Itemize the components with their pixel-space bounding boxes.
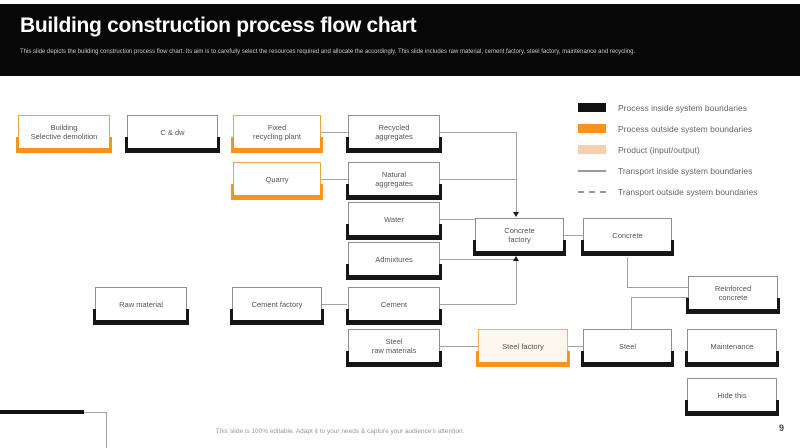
- node-natural-aggregates[interactable]: Natural aggregates: [346, 162, 442, 200]
- connector-concrete-factory-to-concrete: [564, 235, 583, 236]
- legend-label: Process inside system boundaries: [618, 102, 747, 113]
- node-hide-this[interactable]: Hide this: [685, 378, 779, 416]
- dashed-line-icon: [578, 190, 606, 193]
- solid-line-icon: [578, 169, 606, 172]
- page-title: Building construction process flow chart: [20, 14, 417, 37]
- connector-quarry-to-natural: [321, 179, 348, 180]
- arrowhead-into-concrete-factory-top: [513, 212, 519, 217]
- connector-down-to-steel: [631, 297, 632, 329]
- node-steel[interactable]: Steel: [581, 329, 674, 367]
- slide-description: This slide depicts the building construc…: [20, 49, 636, 55]
- header-band: Building construction process flow chart…: [0, 4, 800, 76]
- peach-swatch-icon: [578, 145, 606, 154]
- connector-up-to-concrete-factory: [516, 261, 517, 304]
- node-cement[interactable]: Cement: [346, 287, 442, 325]
- page-number: 9: [778, 423, 784, 433]
- node-quarry[interactable]: Quarry: [231, 162, 323, 200]
- node-steel-factory[interactable]: Steel factory: [476, 329, 570, 367]
- node-recycled-aggregates[interactable]: Recycled aggregates: [346, 115, 442, 153]
- arrowhead-into-concrete-factory-bottom: [513, 256, 519, 261]
- legend-item-product: Product (input/output): [578, 139, 758, 160]
- legend-label: Transport outside system boundaries: [618, 186, 758, 197]
- legend-item-transport-outside: Transport outside system boundaries: [578, 181, 758, 202]
- node-building-selective-demolition[interactable]: Building Selective demolition: [16, 115, 112, 153]
- node-maintenance[interactable]: Maintenance: [685, 329, 779, 367]
- connector-natural-out: [440, 179, 516, 180]
- partial-box-top-edge: [84, 412, 107, 413]
- partial-box-thick-edge: [0, 410, 84, 414]
- partial-box-right-edge: [106, 412, 107, 448]
- connector-concrete-down: [627, 257, 628, 287]
- node-concrete[interactable]: Concrete: [581, 218, 674, 256]
- connector-reinforced-back: [631, 297, 688, 298]
- node-steel-raw-materials[interactable]: Steel raw materials: [346, 329, 442, 367]
- legend-label: Process outside system boundaries: [618, 123, 753, 134]
- connector-steelraw-to-steelfactory: [440, 346, 478, 347]
- connector-cement-factory-to-cement: [322, 304, 347, 305]
- connector-down-to-concrete-factory: [516, 132, 517, 212]
- connector-steelfactory-to-steel: [568, 346, 583, 347]
- footer-editable-note: This slide is 100% editable. Adapt it to…: [215, 428, 465, 435]
- black-swatch-icon: [578, 103, 606, 112]
- legend-item-process-outside: Process outside system boundaries: [578, 118, 758, 139]
- node-water[interactable]: Water: [346, 202, 442, 240]
- legend-item-transport-inside: Transport inside system boundaries: [578, 160, 758, 181]
- connector-recycled-out: [440, 132, 516, 133]
- node-fixed-recycling-plant[interactable]: Fixed recycling plant: [231, 115, 323, 153]
- connector-fixed-to-recycled: [321, 132, 348, 133]
- connector-water-to-concrete-factory: [440, 219, 475, 220]
- connector-admixtures-out: [440, 259, 516, 260]
- node-raw-material[interactable]: Raw material: [93, 287, 189, 325]
- orange-swatch-icon: [578, 124, 606, 133]
- legend-label: Transport inside system boundaries: [618, 165, 753, 176]
- node-concrete-factory[interactable]: Concrete factory: [473, 218, 566, 256]
- connector-to-reinforced: [627, 287, 688, 288]
- node-c-and-dw[interactable]: C & dw: [125, 115, 220, 153]
- node-reinforced-concrete[interactable]: Reinforced concrete: [686, 276, 780, 314]
- legend: Process inside system boundaries Process…: [578, 97, 758, 202]
- node-admixtures[interactable]: Admixtures: [346, 242, 442, 280]
- legend-item-process-inside: Process inside system boundaries: [578, 97, 758, 118]
- connector-cement-out: [440, 304, 516, 305]
- node-cement-factory[interactable]: Cement factory: [230, 287, 324, 325]
- legend-label: Product (input/output): [618, 144, 700, 155]
